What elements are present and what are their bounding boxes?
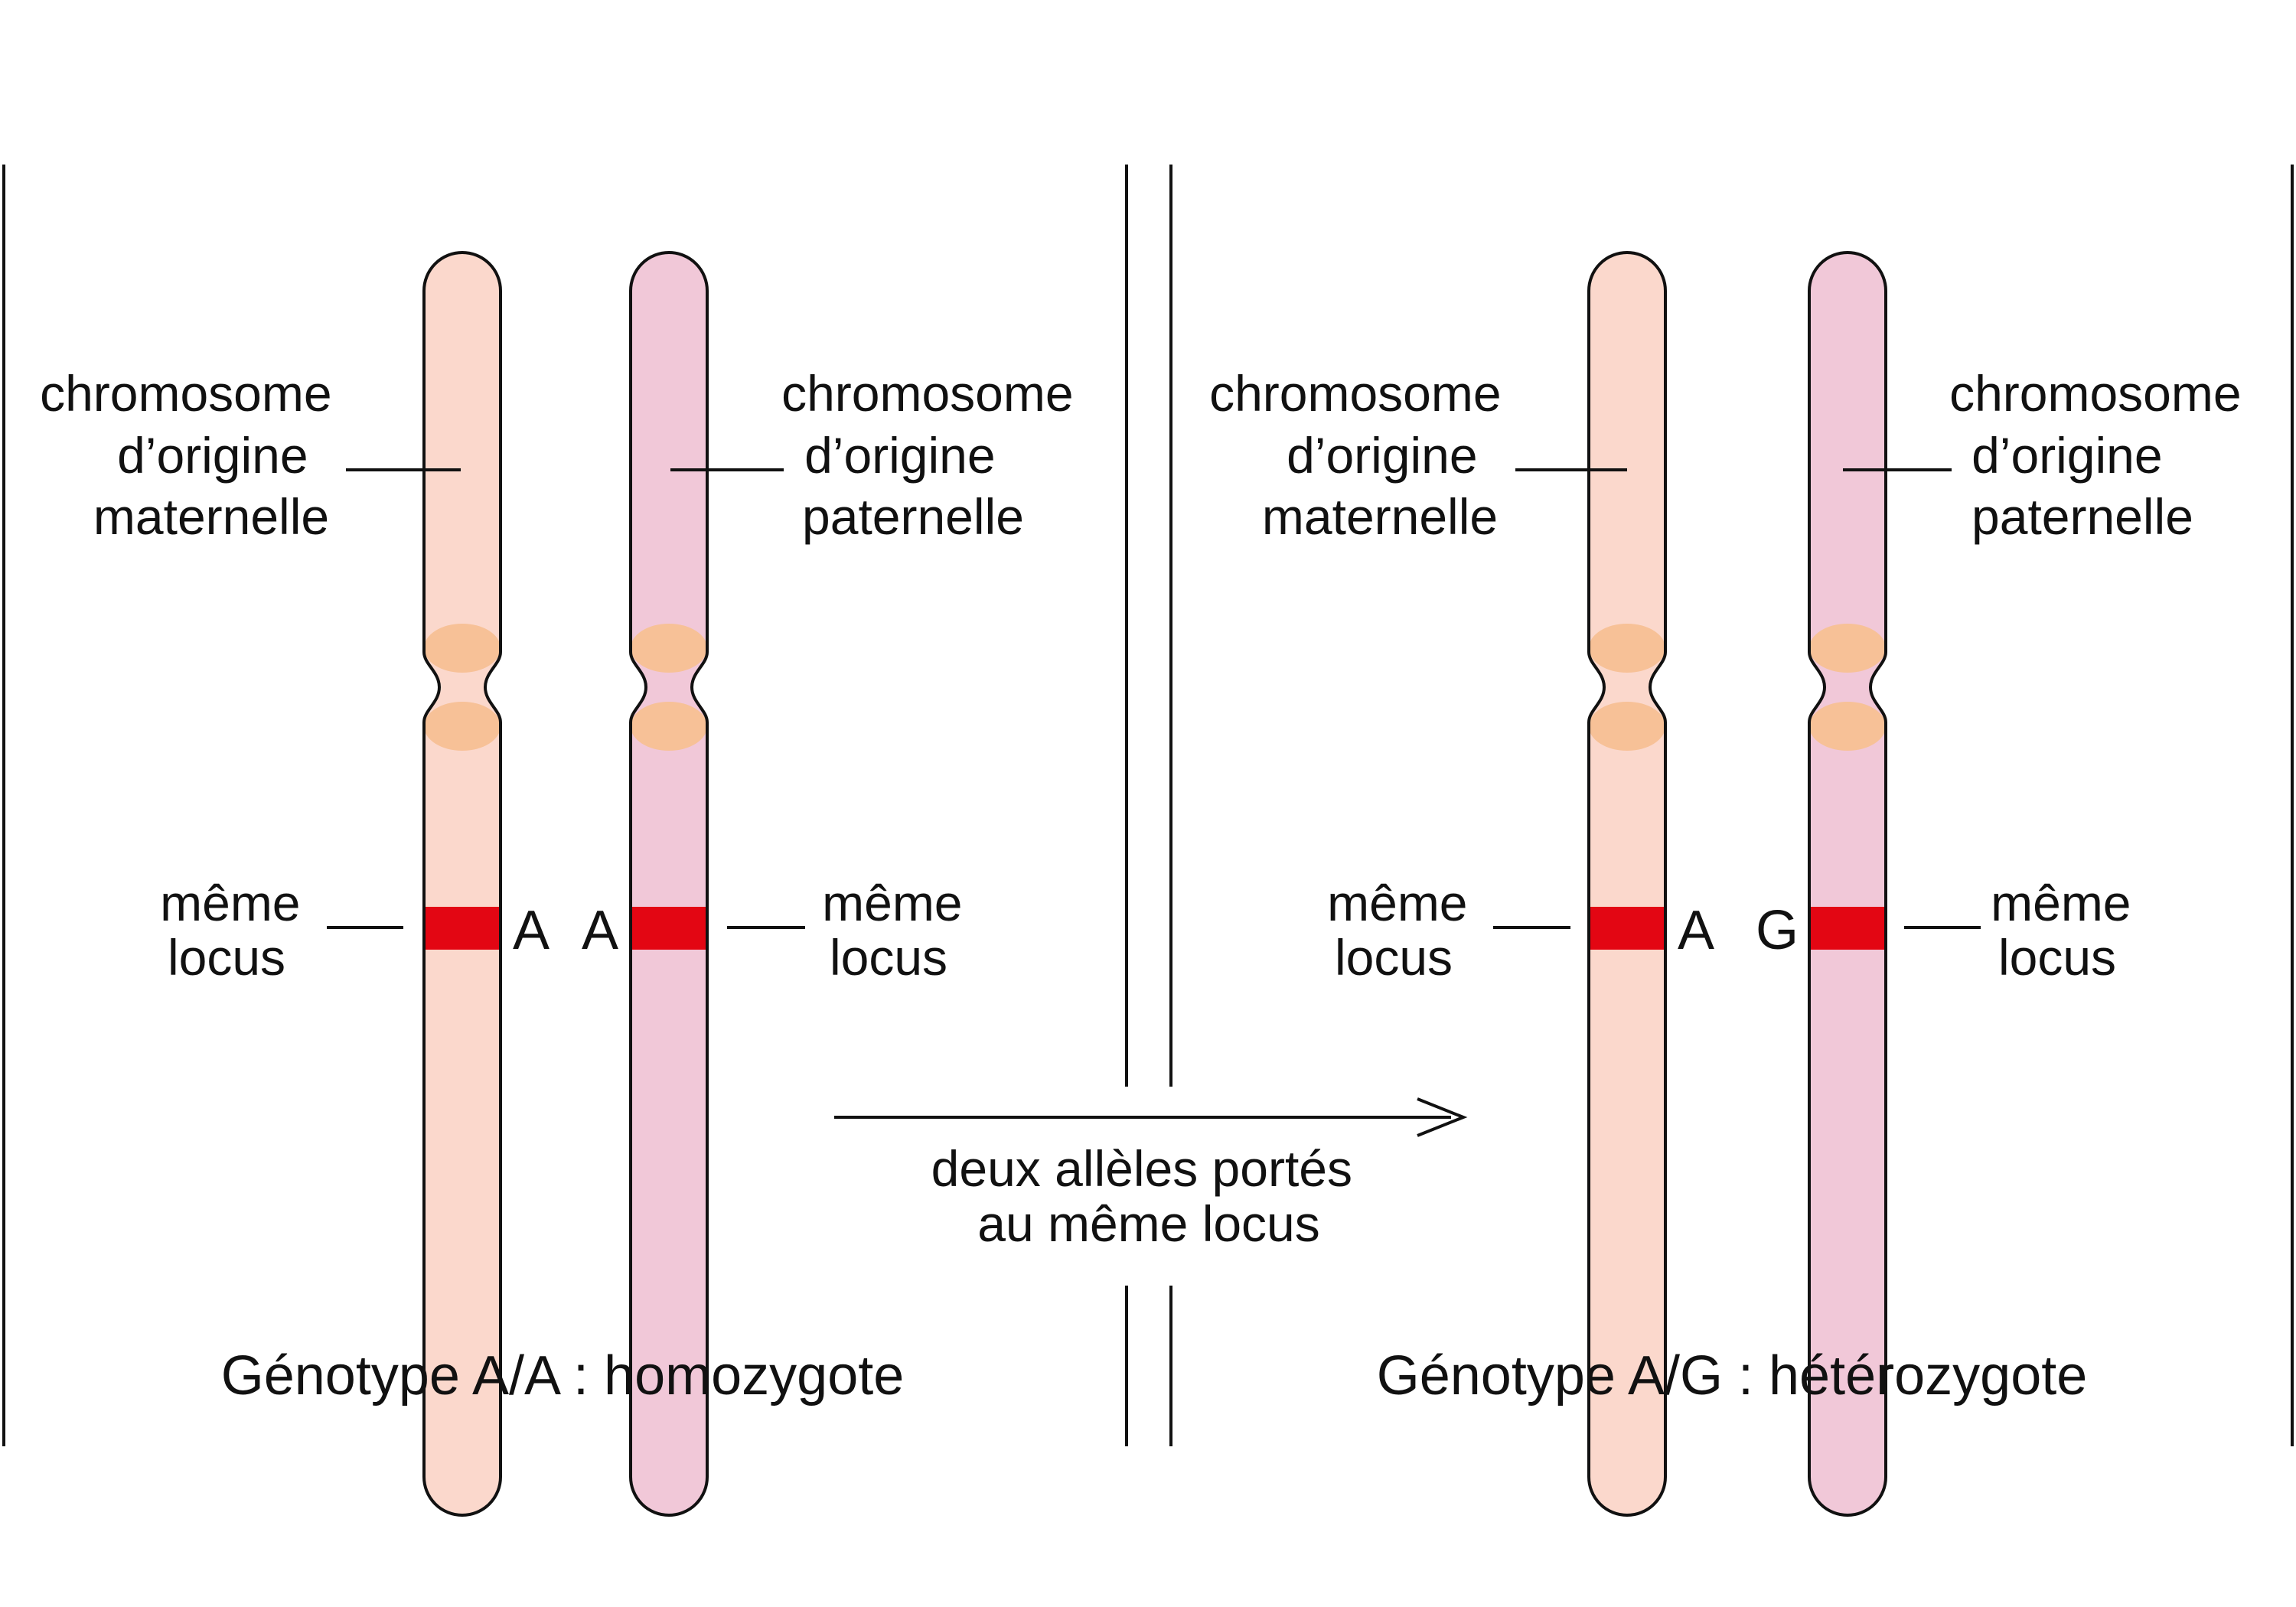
allele-paternal: A <box>582 900 618 961</box>
arrow-label-line-2: au même locus <box>977 1195 1320 1252</box>
maternal-chromosome <box>422 251 502 1517</box>
arrow-label-line-1: deux allèles portés <box>931 1140 1352 1197</box>
maternal-label-line-1: chromosome <box>1209 365 1501 422</box>
locus-label-right: même locus <box>822 875 977 986</box>
arrow-label: deux allèles portés au même locus <box>931 1140 1367 1252</box>
maternal-label: chromosome d’origine maternelle <box>40 365 346 545</box>
paternal-label-line-2: d’origine <box>804 427 996 484</box>
maternal-label-line-3: maternelle <box>93 488 329 545</box>
genotype-caption-left: Génotype A/A : homozygote <box>221 1345 905 1407</box>
locus-band <box>1589 907 1665 950</box>
maternal-label: chromosome d’origine maternelle <box>1209 365 1515 545</box>
paternal-label-line-1: chromosome <box>781 365 1073 422</box>
locus-label-left: même locus <box>1327 875 1482 986</box>
genotype-caption-right: Génotype A/G : hétérozygote <box>1377 1345 2088 1407</box>
maternal-label-line-2: d’origine <box>1287 427 1478 484</box>
paternal-label-line-3: paternelle <box>1971 488 2193 545</box>
locus-band <box>1809 907 1886 950</box>
maternal-label-line-3: maternelle <box>1262 488 1498 545</box>
locus-label-left: même locus <box>160 875 315 986</box>
paternal-label: chromosome d’origine paternelle <box>781 365 1088 545</box>
centromere <box>1809 624 1886 673</box>
center-arrow: deux allèles portés au même locus <box>834 1097 1468 1252</box>
locus-label-right: même locus <box>1991 875 2145 986</box>
maternal-label-line-1: chromosome <box>40 365 331 422</box>
allele-maternal: A <box>513 900 550 961</box>
centromere <box>424 624 501 673</box>
allele-paternal: G <box>1756 900 1799 961</box>
left-panel: chromosome d’origine maternelle chromoso… <box>40 251 1088 1517</box>
allele-maternal: A <box>1678 900 1714 961</box>
paternal-chromosome <box>629 251 709 1517</box>
locus-band <box>424 907 501 950</box>
paternal-label: chromosome d’origine paternelle <box>1949 365 2255 545</box>
centromere <box>1589 624 1665 673</box>
centromere <box>631 624 707 673</box>
right-panel: chromosome d’origine maternelle chromoso… <box>1209 251 2255 1517</box>
arrow-head <box>1417 1097 1468 1137</box>
maternal-label-line-2: d’origine <box>117 427 308 484</box>
paternal-label-line-1: chromosome <box>1949 365 2241 422</box>
paternal-label-line-2: d’origine <box>1971 427 2163 484</box>
paternal-chromosome <box>1808 251 1887 1517</box>
paternal-label-line-3: paternelle <box>802 488 1024 545</box>
maternal-chromosome <box>1587 251 1667 1517</box>
locus-band <box>631 907 707 950</box>
